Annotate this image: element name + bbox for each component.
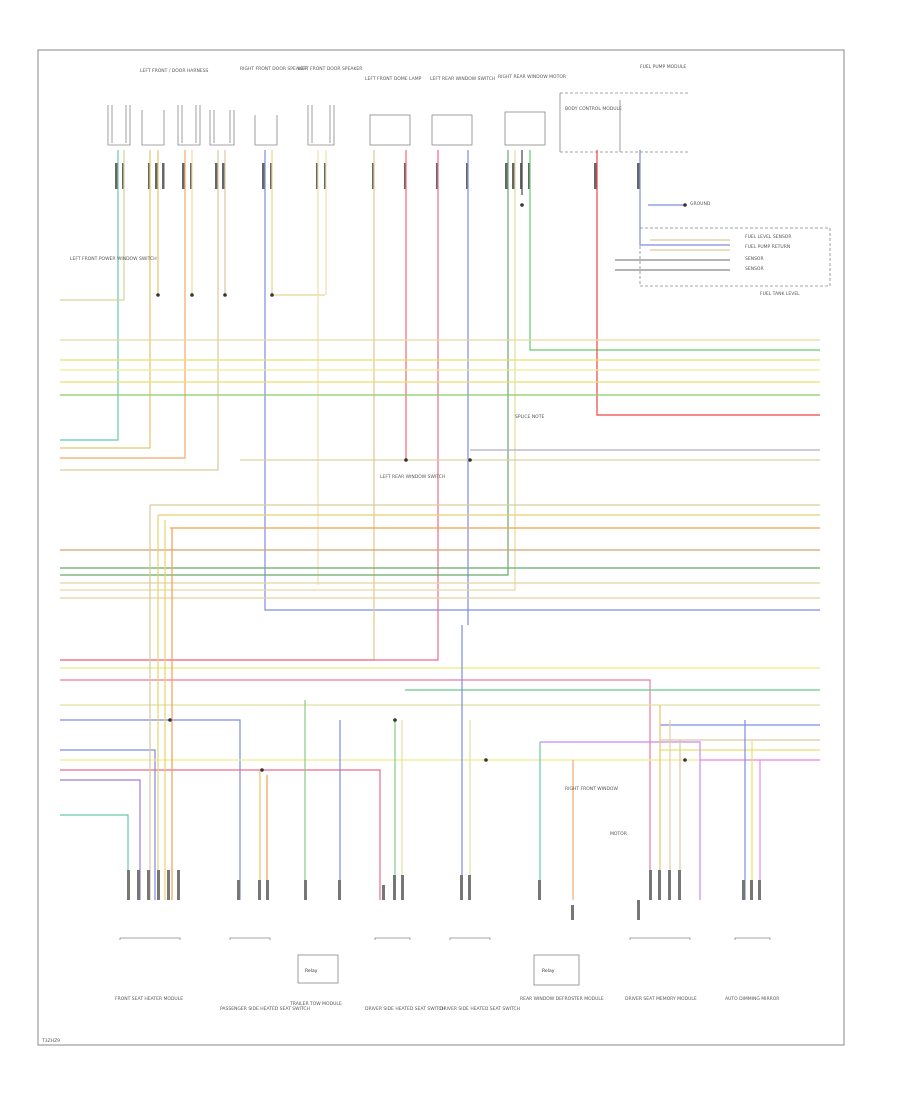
label-power-window-switch: LEFT FRONT POWER WINDOW SWITCH xyxy=(70,256,157,262)
label-fuel-tank: FUEL TANK LEVEL xyxy=(760,291,800,297)
label-fuel-return: FUEL PUMP RETURN xyxy=(745,244,790,250)
label-dome-lamp: LEFT FRONT DOME LAMP xyxy=(365,76,422,82)
bottom-connectors xyxy=(127,870,761,920)
bottom-label-4: DRIVER SIDE HEATED SEAT SWITCH xyxy=(365,1006,445,1012)
labels: LEFT FRONT / DOOR HARNESS RIGHT FRONT DO… xyxy=(41,64,800,1044)
bottom-label-1: FRONT SEAT HEATER MODULE xyxy=(115,996,183,1002)
label-right-rear-motor: RIGHT REAR WINDOW MOTOR xyxy=(498,74,566,80)
label-sensor-a: SENSOR xyxy=(745,256,764,262)
bottom-label-2: PASSENGER SIDE HEATED SEAT SWITCH xyxy=(220,1006,310,1012)
label-sensor-b: SENSOR xyxy=(745,266,764,272)
label-right-front-window: RIGHT FRONT WINDOW xyxy=(565,786,618,792)
diagram-border xyxy=(37,49,845,1046)
label-rear-window-switch: LEFT REAR WINDOW SWITCH xyxy=(430,76,495,82)
label-motor-note: MOTOR xyxy=(610,831,627,837)
connector-marks xyxy=(115,163,640,189)
label-left-rear-window-switch: LEFT REAR WINDOW SWITCH xyxy=(380,474,445,480)
label-body-control: BODY CONTROL MODULE xyxy=(565,106,622,112)
top-components xyxy=(107,92,831,287)
bottom-label-8: AUTO DIMMING MIRROR xyxy=(725,996,779,1002)
label-left-door-speaker: LEFT FRONT DOOR SPEAKER xyxy=(298,66,362,72)
bottom-label-6: REAR WINDOW DEFROSTER MODULE xyxy=(520,996,604,1002)
footer-code: T3ZHZ9 xyxy=(41,1038,60,1044)
label-fuel-level: FUEL LEVEL SENSOR xyxy=(745,234,791,240)
box-label-1: Relay xyxy=(305,968,318,974)
splice-dots xyxy=(156,203,687,772)
bottom-label-5: DRIVER SIDE HEATED SEAT SWITCH xyxy=(440,1006,520,1012)
box-label-2: Relay xyxy=(542,968,555,974)
label-splice-note: SPLICE NOTE xyxy=(515,414,544,420)
label-top-left-door: LEFT FRONT / DOOR HARNESS xyxy=(140,68,209,74)
bottom-label-3: TRAILER TOW MODULE xyxy=(289,1001,342,1007)
label-ground: GROUND xyxy=(690,201,711,207)
label-front-door-speaker: RIGHT FRONT DOOR SPEAKER xyxy=(240,66,308,72)
bottom-label-7: DRIVER SEAT MEMORY MODULE xyxy=(625,996,697,1002)
wires xyxy=(60,150,820,900)
label-fuel-pump: FUEL PUMP MODULE xyxy=(640,64,686,70)
bottom-boxes xyxy=(119,937,771,986)
